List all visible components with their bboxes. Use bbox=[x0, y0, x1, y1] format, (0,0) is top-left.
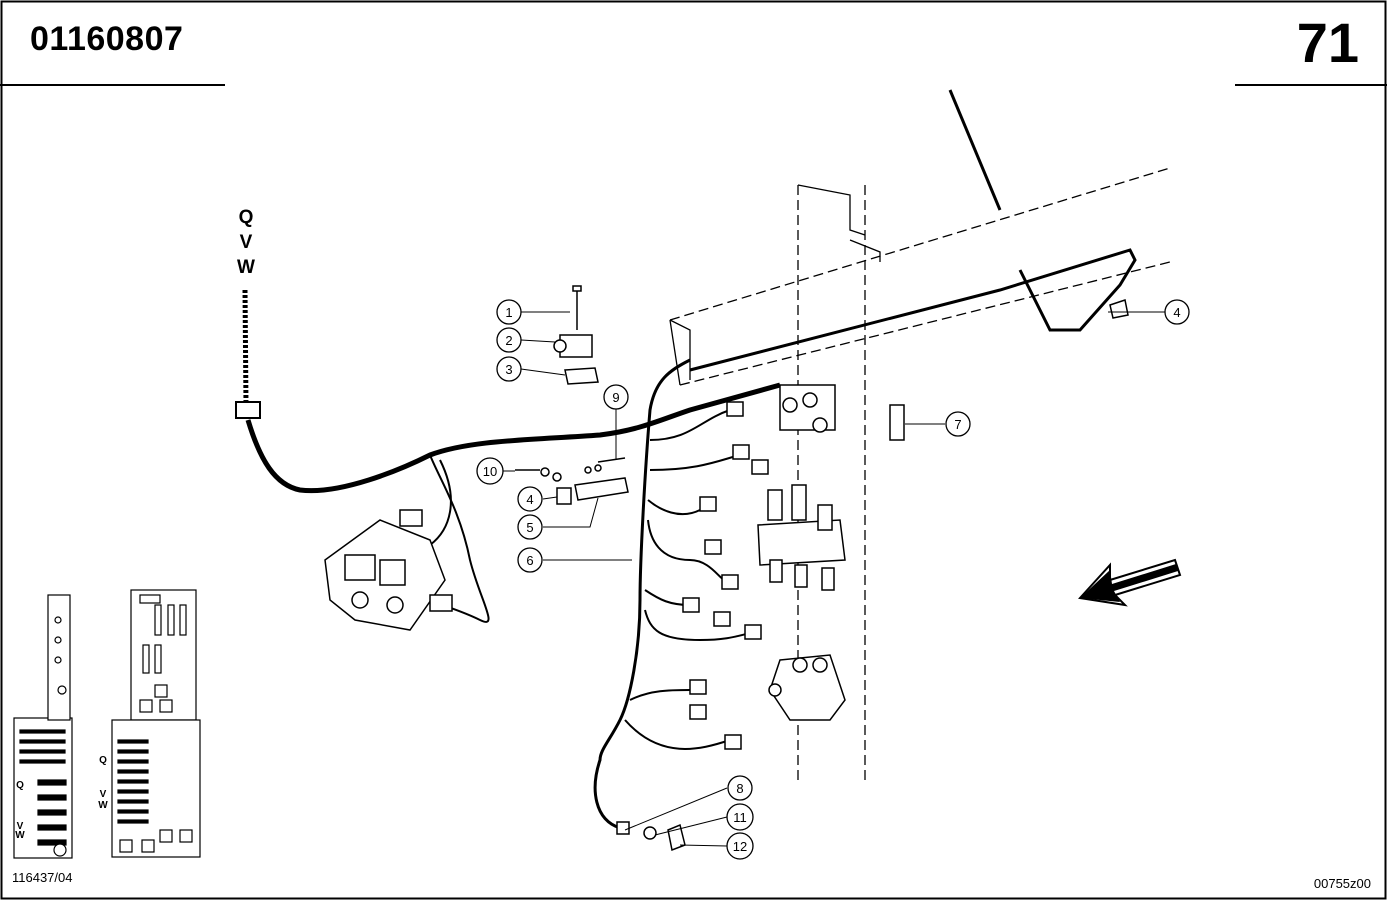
svg-text:5: 5 bbox=[526, 520, 533, 535]
callout-6[interactable]: 6 bbox=[517, 547, 543, 573]
callout-leaders bbox=[503, 311, 1165, 847]
inset-right-w: W bbox=[98, 800, 108, 811]
callout-1[interactable]: 1 bbox=[496, 299, 522, 325]
drawing-reference-left: 116437/04 bbox=[12, 870, 73, 885]
callout-2[interactable]: 2 bbox=[496, 327, 522, 353]
main-harness bbox=[235, 289, 781, 835]
inset-left-q: Q bbox=[16, 780, 24, 791]
hardware-parts bbox=[515, 285, 1129, 852]
svg-text:1: 1 bbox=[505, 305, 512, 320]
pump-assembly bbox=[324, 509, 453, 631]
inset-left-w: W bbox=[15, 830, 25, 841]
callout-8[interactable]: 8 bbox=[727, 775, 753, 801]
callout-4-mid[interactable]: 4 bbox=[517, 486, 543, 512]
svg-text:8: 8 bbox=[736, 781, 743, 796]
svg-text:11: 11 bbox=[733, 810, 747, 825]
svg-text:3: 3 bbox=[505, 362, 512, 377]
callouts: 1 2 3 4 9 10 4 5 6 7 8 11 12 bbox=[476, 299, 1190, 860]
svg-text:12: 12 bbox=[733, 839, 747, 854]
callout-3[interactable]: 3 bbox=[496, 356, 522, 382]
callout-11[interactable]: 11 bbox=[726, 803, 754, 831]
inset-thumbnail-right bbox=[111, 589, 201, 858]
page-number: 71 bbox=[1296, 11, 1359, 74]
callout-9[interactable]: 9 bbox=[603, 384, 629, 410]
inset-right-v: V bbox=[100, 789, 107, 800]
arrow-icon bbox=[1078, 558, 1182, 607]
valve-blocks bbox=[757, 384, 846, 721]
part-number: 01160807 bbox=[30, 20, 184, 58]
inset-left-v: V bbox=[17, 821, 24, 832]
upper-wire bbox=[689, 89, 1137, 372]
callout-12[interactable]: 12 bbox=[726, 832, 754, 860]
callout-4-top[interactable]: 4 bbox=[1164, 299, 1190, 325]
callout-5[interactable]: 5 bbox=[517, 514, 543, 540]
callout-10[interactable]: 10 bbox=[476, 457, 504, 485]
svg-text:4: 4 bbox=[1173, 305, 1180, 320]
svg-text:7: 7 bbox=[954, 417, 961, 432]
svg-text:9: 9 bbox=[612, 390, 619, 405]
grommet bbox=[235, 401, 261, 419]
inset-right-q: Q bbox=[99, 755, 107, 766]
svg-text:4: 4 bbox=[526, 492, 533, 507]
harness-label-w: W bbox=[237, 257, 255, 278]
svg-text:10: 10 bbox=[483, 464, 497, 479]
svg-text:2: 2 bbox=[505, 333, 512, 348]
callout-7[interactable]: 7 bbox=[945, 411, 971, 437]
inset-thumbnail-left bbox=[13, 594, 73, 859]
svg-text:6: 6 bbox=[526, 553, 533, 568]
harness-label-v: V bbox=[240, 232, 253, 253]
drawing-reference-right: 00755z00 bbox=[1313, 876, 1371, 891]
harness-label-q: Q bbox=[239, 207, 254, 228]
